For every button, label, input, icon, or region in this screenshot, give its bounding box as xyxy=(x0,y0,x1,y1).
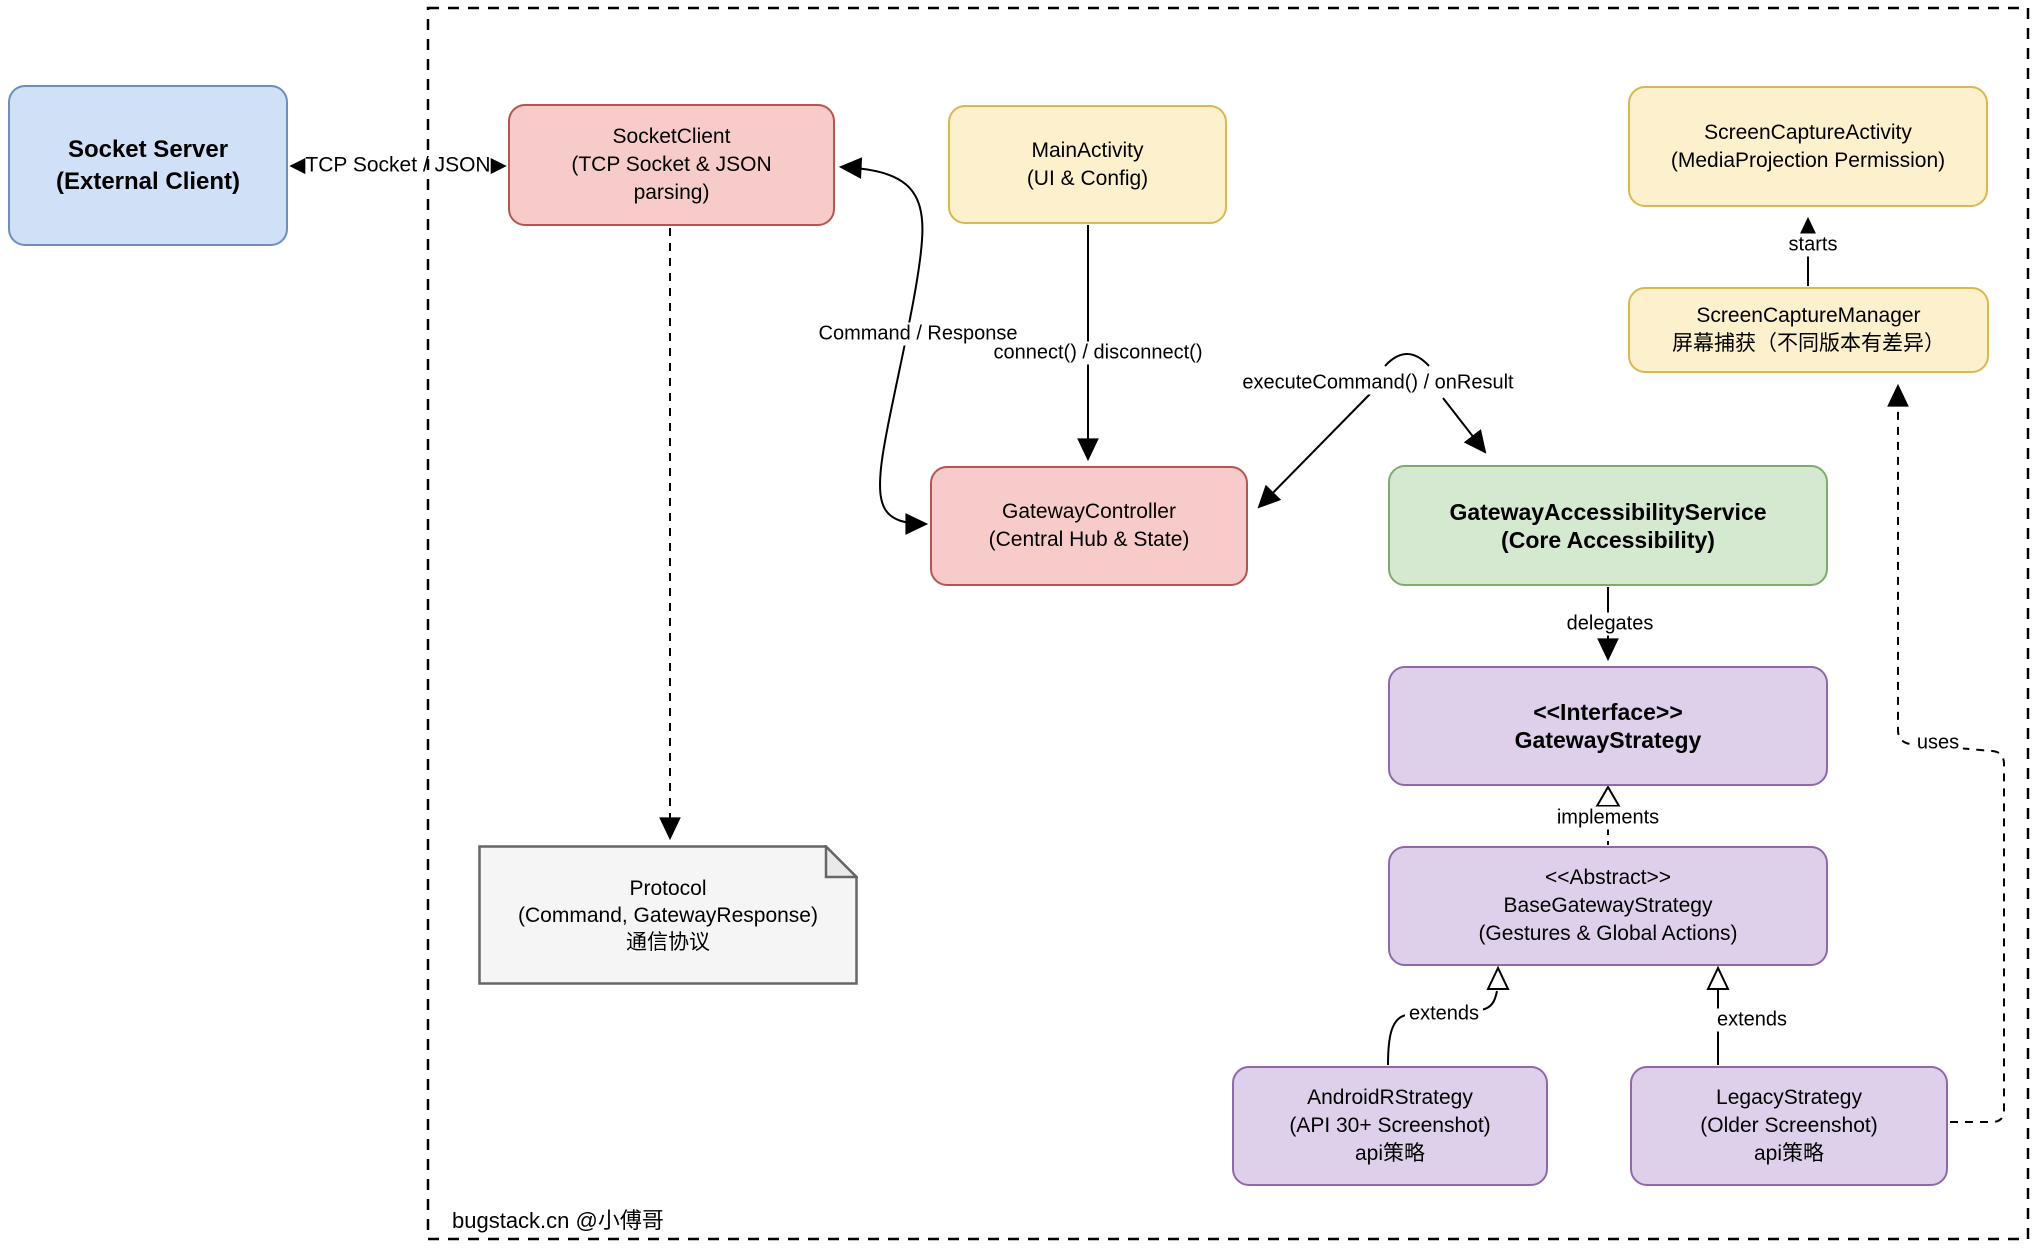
node-socket-client: SocketClient (TCP Socket & JSON parsing) xyxy=(508,104,835,226)
edge-label-delegates: delegates xyxy=(1562,612,1658,636)
node-screen-capture-activity: ScreenCaptureActivity (MediaProjection P… xyxy=(1628,86,1988,207)
node-label: (Older Screenshot) xyxy=(1700,1114,1878,1137)
edge-label-tcp-socket-json: ◀TCP Socket / JSON▶ xyxy=(289,153,507,177)
node-label: LegacyStrategy xyxy=(1716,1086,1862,1109)
node-label: Protocol xyxy=(629,876,707,900)
node-label: AndroidRStrategy xyxy=(1307,1086,1473,1109)
watermark-text: bugstack.cn @小傅哥 xyxy=(452,1208,664,1233)
system-boundary xyxy=(426,6,2030,1241)
node-label: (TCP Socket & JSON xyxy=(571,153,772,176)
edge-label-execute-command: executeCommand() / onResult xyxy=(1238,371,1518,395)
edge-extends-left-b xyxy=(1480,990,1498,1011)
node-label: GatewayAccessibilityService xyxy=(1449,498,1767,525)
extends-right-triangle xyxy=(1706,965,1730,990)
node-label: GatewayStrategy xyxy=(1514,727,1702,753)
edge-command-response xyxy=(838,157,929,535)
edge-label-connect-disconnect: connect() / disconnect() xyxy=(989,341,1207,365)
edge-label-uses: uses xyxy=(1912,731,1964,755)
note-shape xyxy=(478,843,860,985)
edge-uses xyxy=(1887,383,2005,1123)
node-gateway-accessibility-service: GatewayAccessibilityService (Core Access… xyxy=(1388,465,1828,586)
node-screen-capture-manager: ScreenCaptureManager 屏幕捕获（不同版本有差异） xyxy=(1628,287,1989,373)
node-label: 屏幕捕获（不同版本有差异） xyxy=(1672,332,1945,355)
node-main-activity: MainActivity (UI & Config) xyxy=(948,105,1227,224)
edge-execute-left xyxy=(1257,393,1371,509)
extends-left-triangle xyxy=(1486,965,1510,990)
node-label: <<Abstract>> xyxy=(1544,866,1672,889)
node-label: (MediaProjection Permission) xyxy=(1670,148,1946,172)
edge-label-extends-left: extends xyxy=(1404,1002,1484,1026)
node-label: api策略 xyxy=(1753,1142,1825,1165)
node-label: GatewayController xyxy=(1002,500,1176,523)
node-label: (UI & Config) xyxy=(1026,166,1149,190)
node-label: BaseGatewayStrategy xyxy=(1503,894,1713,917)
node-label: (Central Hub & State) xyxy=(988,528,1190,551)
implements-triangle xyxy=(1595,785,1621,807)
node-label: Socket Server xyxy=(67,135,229,163)
node-base-gateway-strategy: <<Abstract>> BaseGatewayStrategy (Gestur… xyxy=(1388,846,1828,966)
edge-label-command-response: Command / Response xyxy=(814,322,1022,346)
node-android-r-strategy: AndroidRStrategy (API 30+ Screenshot) ap… xyxy=(1232,1066,1548,1186)
node-gateway-strategy: <<Interface>> GatewayStrategy xyxy=(1388,666,1828,786)
edge-extends-left-a xyxy=(1387,1014,1408,1066)
node-gateway-controller: GatewayController (Central Hub & State) xyxy=(930,466,1248,586)
node-legacy-strategy: LegacyStrategy (Older Screenshot) api策略 xyxy=(1630,1066,1948,1186)
edge-execute-right xyxy=(1442,397,1487,454)
node-label: ScreenCaptureManager xyxy=(1696,304,1921,327)
node-label: (Core Accessibility) xyxy=(1501,526,1715,553)
node-socket-server: Socket Server (External Client) xyxy=(8,85,288,246)
edge-label-implements: implements xyxy=(1552,806,1664,830)
node-label: 通信协议 xyxy=(626,930,710,954)
node-label: <<Interface>> xyxy=(1533,699,1683,725)
node-label: (API 30+ Screenshot) xyxy=(1289,1114,1491,1137)
node-label: SocketClient xyxy=(612,125,731,148)
node-protocol-note: Protocol (Command, GatewayResponse) 通信协议 xyxy=(478,843,860,985)
note-text: Protocol (Command, GatewayResponse) 通信协议 xyxy=(478,845,858,985)
edge-execute-arc xyxy=(1384,353,1430,367)
node-label: (Gestures & Global Actions) xyxy=(1478,922,1738,945)
node-label: (External Client) xyxy=(55,167,241,195)
node-label: MainActivity xyxy=(1031,138,1144,162)
node-label: (Command, GatewayResponse) xyxy=(518,903,818,927)
node-label: api策略 xyxy=(1354,1142,1426,1165)
edge-label-extends-right: extends xyxy=(1712,1008,1792,1032)
edge-label-starts: starts xyxy=(1784,233,1842,257)
note-fold-corner xyxy=(824,843,860,879)
node-label: parsing) xyxy=(633,181,710,204)
node-label: ScreenCaptureActivity xyxy=(1704,120,1912,144)
